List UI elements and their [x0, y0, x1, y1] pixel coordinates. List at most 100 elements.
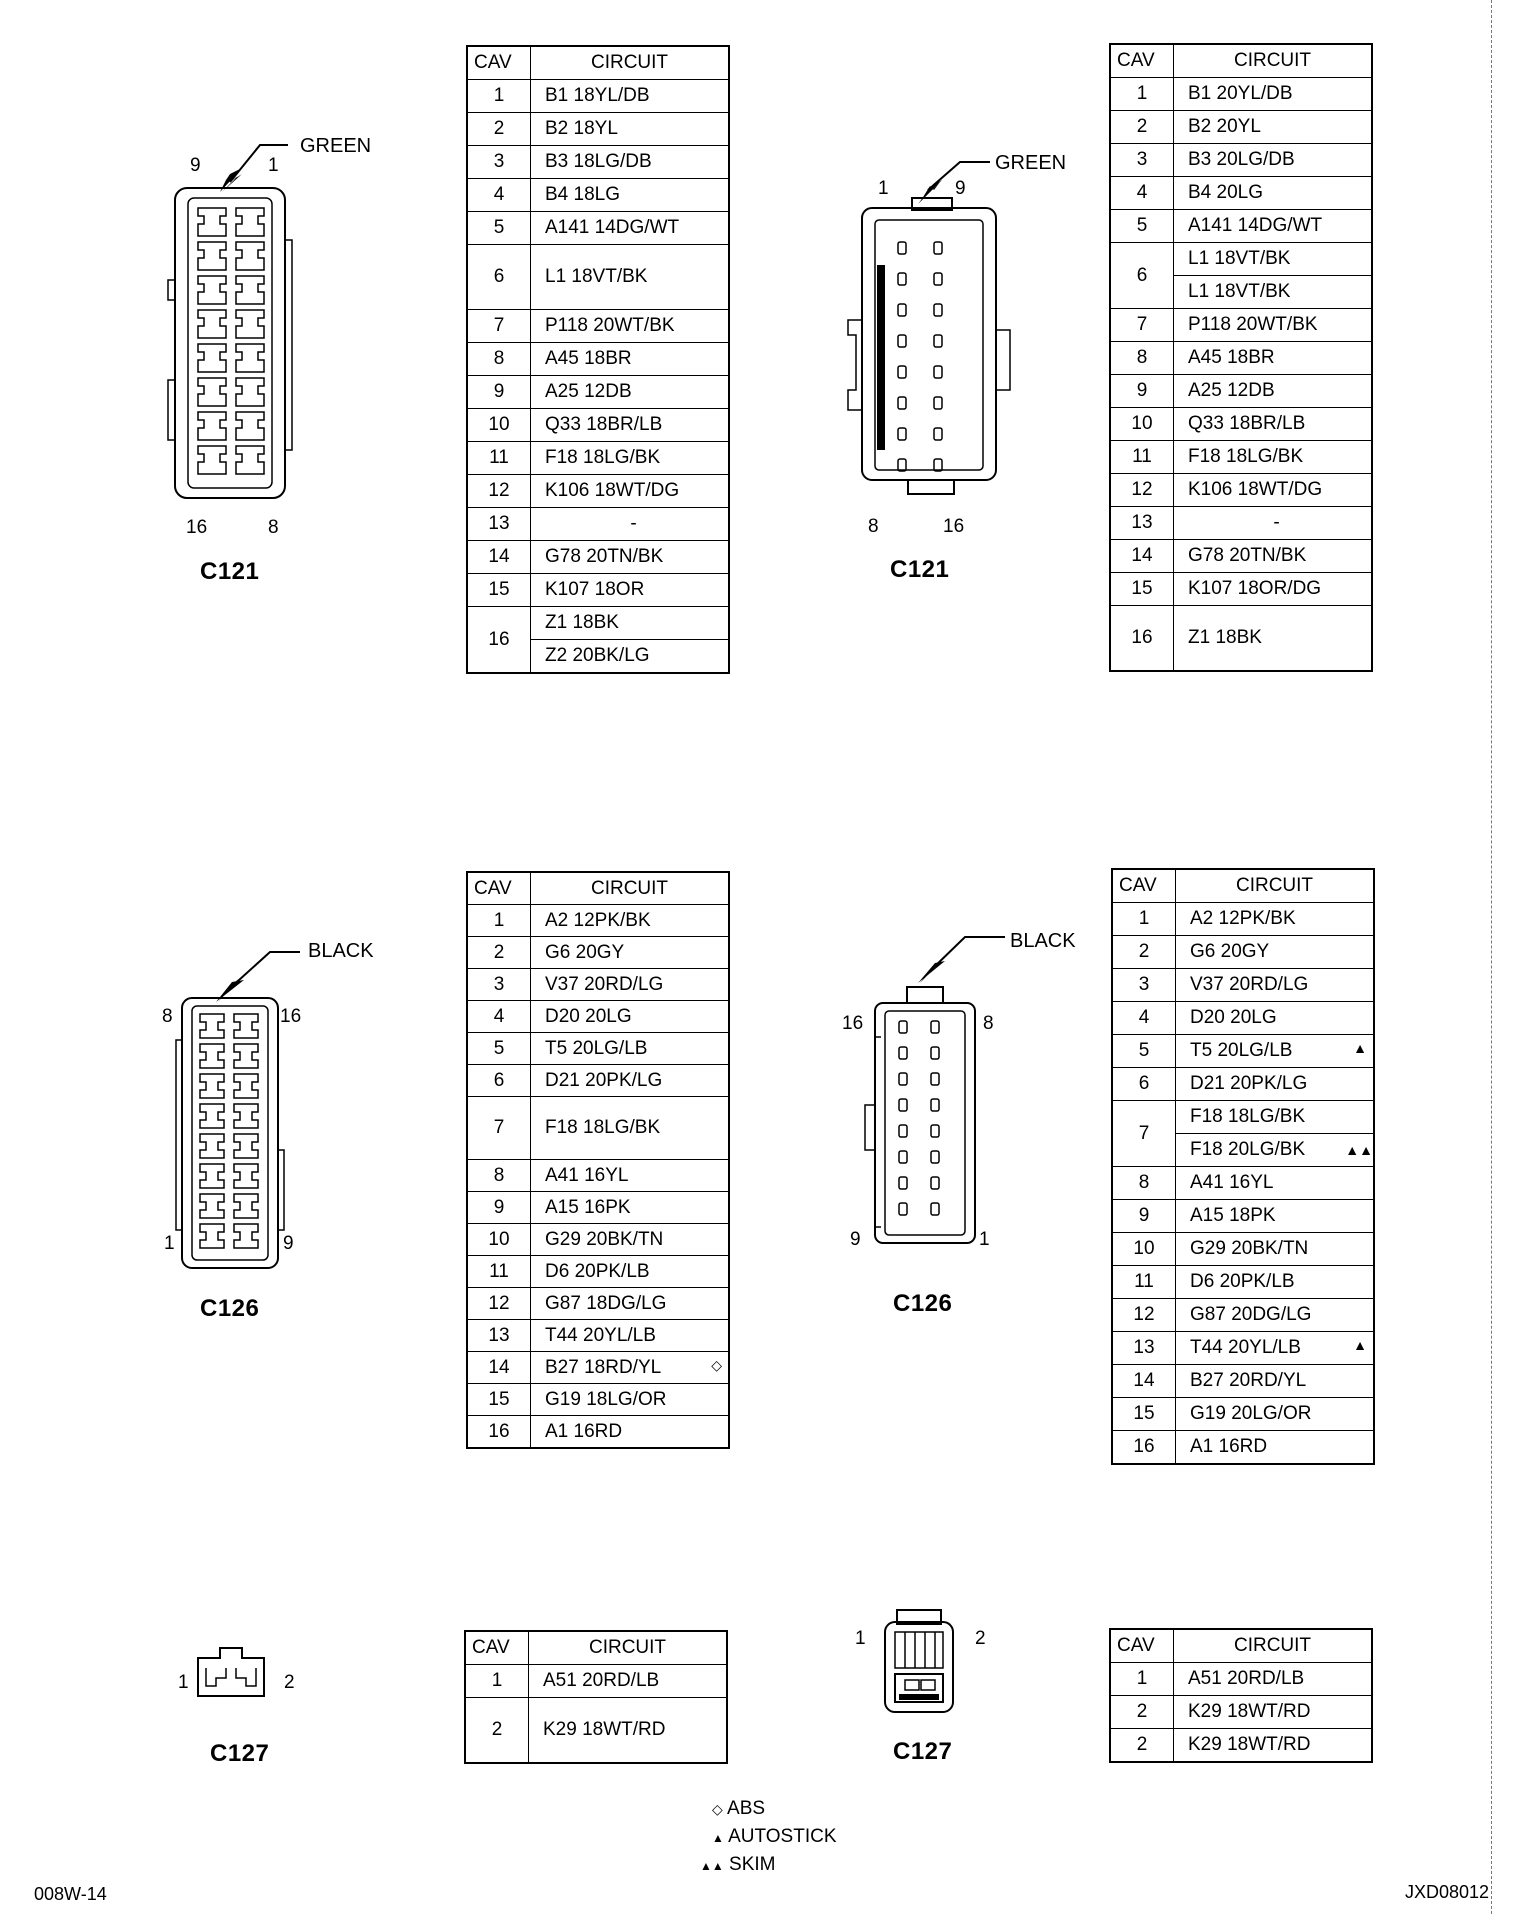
- connector-terminal: [930, 1020, 940, 1034]
- connector-terminal: [898, 1020, 908, 1034]
- circuit-cell: G29 20BK/TN: [530, 1223, 730, 1256]
- circuit-header: CIRCUIT: [1173, 43, 1373, 78]
- circuit-cell: F18 18LG/BK: [530, 1096, 730, 1160]
- c127-right-pin-1: 1: [855, 1628, 866, 1649]
- circuit-text: A15 18PK: [1190, 1205, 1276, 1226]
- circuit-text: G87 18DG/LG: [545, 1292, 667, 1314]
- circuit-cell: B27 18RD/YL◇: [530, 1351, 730, 1384]
- circuit-text: Q33 18BR/LB: [545, 414, 663, 435]
- c121-left-pin-8: 8: [268, 517, 279, 538]
- circuit-cell: A1 16RD: [530, 1415, 730, 1449]
- circuit-cell: K29 18WT/RD: [1173, 1695, 1373, 1729]
- connector-terminal: [898, 1202, 908, 1216]
- cav-cell: 1: [1109, 77, 1174, 111]
- c121-left-color-label: GREEN: [300, 135, 372, 157]
- circuit-text: B27 20RD/YL: [1190, 1370, 1307, 1391]
- circuit-header: CIRCUIT: [1173, 1628, 1373, 1663]
- circuit-text: B2 18YL: [545, 118, 618, 139]
- cav-cell: 4: [1109, 176, 1174, 210]
- connector-cavity: [197, 275, 227, 305]
- c127-right-pin-2: 2: [975, 1628, 986, 1649]
- footer-right-code: JXD08012: [1405, 1882, 1490, 1902]
- circuit-text: B3 20LG/DB: [1188, 149, 1295, 170]
- connector-terminal: [930, 1098, 940, 1112]
- connector-cavity: [233, 1103, 259, 1129]
- connector-terminal: [898, 1046, 908, 1060]
- circuit-text: P118 20WT/BK: [545, 315, 675, 336]
- circuit-text: P118 20WT/BK: [1188, 314, 1318, 335]
- cav-cell: 13: [1109, 506, 1174, 540]
- circuit-cell: A1 16RD: [1175, 1430, 1375, 1465]
- circuit-text: D6 20PK/LB: [545, 1260, 650, 1282]
- cav-cell: 5: [466, 1032, 531, 1065]
- cav-cell: 2: [466, 936, 531, 969]
- circuit-text: D21 20PK/LG: [545, 1069, 663, 1091]
- connector-terminal: [933, 272, 943, 286]
- connector-terminal: [897, 241, 907, 255]
- cav-cell: 9: [466, 375, 531, 409]
- circuit-cell: B3 20LG/DB: [1173, 143, 1373, 177]
- circuit-text: G29 20BK/TN: [1190, 1238, 1309, 1259]
- c126-left-label: C126: [200, 1295, 260, 1322]
- connector-terminal: [933, 396, 943, 410]
- cav-cell: 3: [466, 145, 531, 179]
- cav-cell: 12: [1111, 1298, 1176, 1332]
- circuit-text: T5 20LG/LB: [1190, 1040, 1293, 1061]
- circuit-cell: F18 18LG/BK: [530, 441, 730, 475]
- circuit-header: CIRCUIT: [528, 1630, 728, 1665]
- connector-terminal: [897, 303, 907, 317]
- c126-left-pin-16: 16: [280, 1006, 302, 1027]
- circuit-text: -: [630, 513, 637, 534]
- circuit-cell: A2 12PK/BK: [1175, 902, 1375, 936]
- connector-terminal: [898, 1072, 908, 1086]
- cav-header: CAV: [464, 1630, 529, 1665]
- cav-cell: 11: [1109, 440, 1174, 474]
- cav-cell: 10: [1111, 1232, 1176, 1266]
- connector-cavity: [197, 309, 227, 339]
- circuit-cell: D6 20PK/LB: [1175, 1265, 1375, 1299]
- connector-cavity: [235, 445, 265, 475]
- connector-terminal: [933, 458, 943, 472]
- circuit-text: V37 20RD/LG: [545, 973, 664, 995]
- circuit-text: D21 20PK/LG: [1190, 1073, 1308, 1094]
- c121-left-pin-16: 16: [186, 517, 208, 538]
- cav-cell: 2: [466, 112, 531, 146]
- circuit-text: F18 18LG/BK: [1190, 1106, 1306, 1127]
- circuit-cell: G78 20TN/BK: [1173, 539, 1373, 573]
- legend-skim-text: SKIM: [729, 1854, 776, 1875]
- c126-left-color-label: BLACK: [308, 940, 374, 962]
- c121-left-label: C121: [200, 558, 260, 585]
- c121-right-color-label: GREEN: [995, 152, 1067, 174]
- cav-cell: 16: [1111, 1430, 1176, 1465]
- c126-right-pin-1: 1: [979, 1229, 990, 1250]
- circuit-cell: K29 18WT/RD: [528, 1697, 728, 1764]
- connector-cavity: [197, 343, 227, 373]
- cav-cell: 15: [1109, 572, 1174, 606]
- cav-cell: 2: [1111, 935, 1176, 969]
- cav-cell: 16: [466, 1415, 531, 1449]
- footer-left-code: 008W-14: [34, 1884, 107, 1904]
- circuit-text: A25 12DB: [545, 381, 632, 402]
- circuit-text: A141 14DG/WT: [545, 217, 680, 238]
